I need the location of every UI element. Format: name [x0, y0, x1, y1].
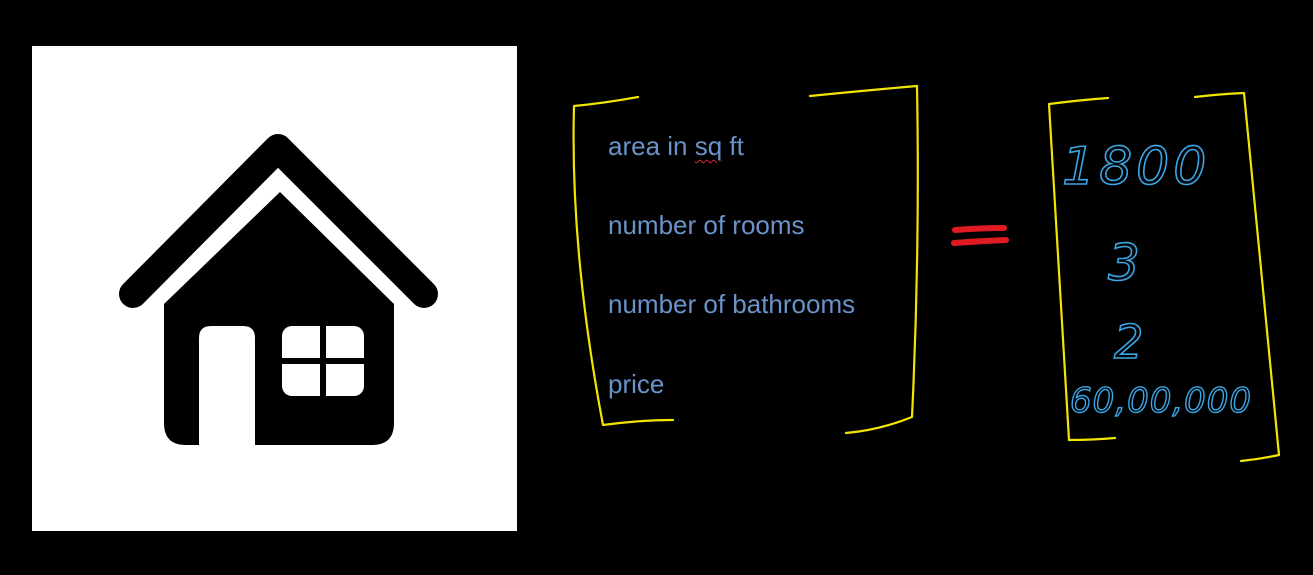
right-bracket-value-vector: [1193, 91, 1281, 463]
equals-sign: [951, 225, 1009, 246]
feature-area-label: area in sq ft: [608, 131, 744, 161]
house-icon: [119, 134, 438, 445]
left-bracket-value-vector: [1047, 96, 1117, 442]
right-bracket-feature-vector: [808, 84, 919, 435]
house-image-panel: [32, 46, 517, 531]
feature-price-label: price: [608, 369, 665, 399]
value-bathrooms: 2: [1114, 315, 1143, 369]
feature-rooms-label: number of rooms: [608, 210, 805, 240]
value-rooms: 3: [1108, 234, 1140, 292]
feature-bathrooms-label: number of bathrooms: [608, 289, 856, 319]
spellcheck-underlined-word: sq: [694, 131, 723, 161]
value-price: 60,00,000: [1070, 381, 1252, 421]
value-area: 1800: [1062, 137, 1210, 197]
